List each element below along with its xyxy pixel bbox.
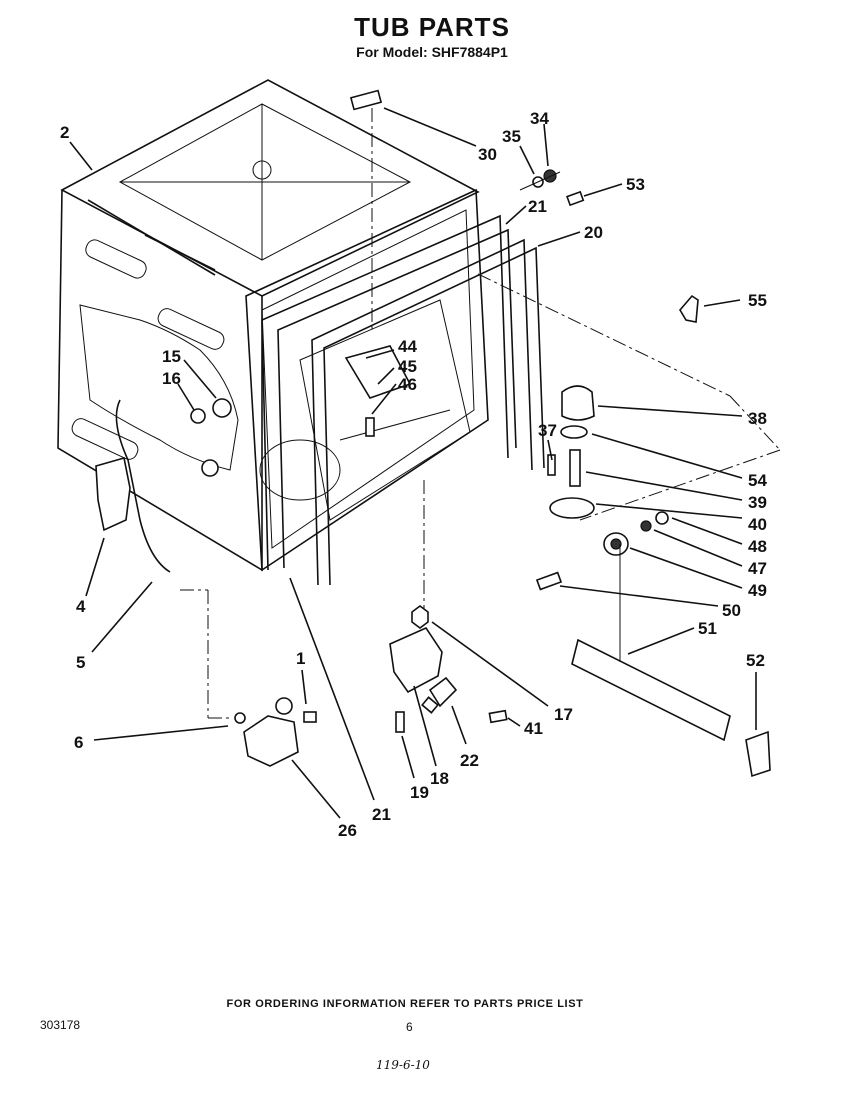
callout-4: 4 — [76, 597, 86, 616]
callout-44: 44 — [398, 337, 417, 356]
callout-50: 50 — [722, 601, 741, 620]
callout-17: 17 — [554, 705, 573, 724]
callout-51: 51 — [698, 619, 717, 638]
callout-55: 55 — [748, 291, 767, 310]
callout-21-top: 21 — [528, 197, 547, 216]
callout-39: 39 — [748, 493, 767, 512]
callout-37: 37 — [538, 421, 557, 440]
callout-15: 15 — [162, 347, 181, 366]
callout-1: 1 — [296, 649, 305, 668]
callout-41: 41 — [524, 719, 543, 738]
callout-38: 38 — [748, 409, 767, 428]
tub-body — [57, 79, 489, 572]
callout-34: 34 — [530, 109, 549, 128]
door-gaskets — [261, 214, 545, 586]
callout-54: 54 — [748, 471, 767, 490]
callout-2: 2 — [60, 123, 69, 142]
callout-16: 16 — [162, 369, 181, 388]
callout-47: 47 — [748, 559, 767, 578]
document-number: 303178 — [40, 1018, 81, 1032]
callout-5: 5 — [76, 653, 85, 672]
callout-26: 26 — [338, 821, 357, 840]
callout-21-bottom: 21 — [372, 805, 391, 824]
callout-40: 40 — [748, 515, 767, 534]
small-parts — [95, 89, 781, 778]
callout-49: 49 — [748, 581, 767, 600]
callout-30: 30 — [478, 145, 497, 164]
callout-numbers: 2 30 34 35 53 21 20 55 44 45 46 15 16 38… — [60, 109, 767, 840]
callout-48: 48 — [748, 537, 767, 556]
callout-45: 45 — [398, 357, 417, 376]
callout-35: 35 — [502, 127, 521, 146]
callout-18: 18 — [430, 769, 449, 788]
callout-6: 6 — [74, 733, 83, 752]
callout-20: 20 — [584, 223, 603, 242]
page-number: 6 — [406, 1020, 413, 1034]
page-title: TUB PARTS — [354, 12, 510, 42]
model-subtitle: For Model: SHF7884P1 — [356, 44, 508, 60]
handwritten-note: 119-6-10 — [376, 1058, 430, 1072]
callout-46: 46 — [398, 375, 417, 394]
callout-19: 19 — [410, 783, 429, 802]
callout-leaders — [69, 107, 757, 819]
callout-53: 53 — [626, 175, 645, 194]
ordering-note: FOR ORDERING INFORMATION REFER TO PARTS … — [226, 998, 584, 1010]
callout-52: 52 — [746, 651, 765, 670]
callout-22: 22 — [460, 751, 479, 770]
